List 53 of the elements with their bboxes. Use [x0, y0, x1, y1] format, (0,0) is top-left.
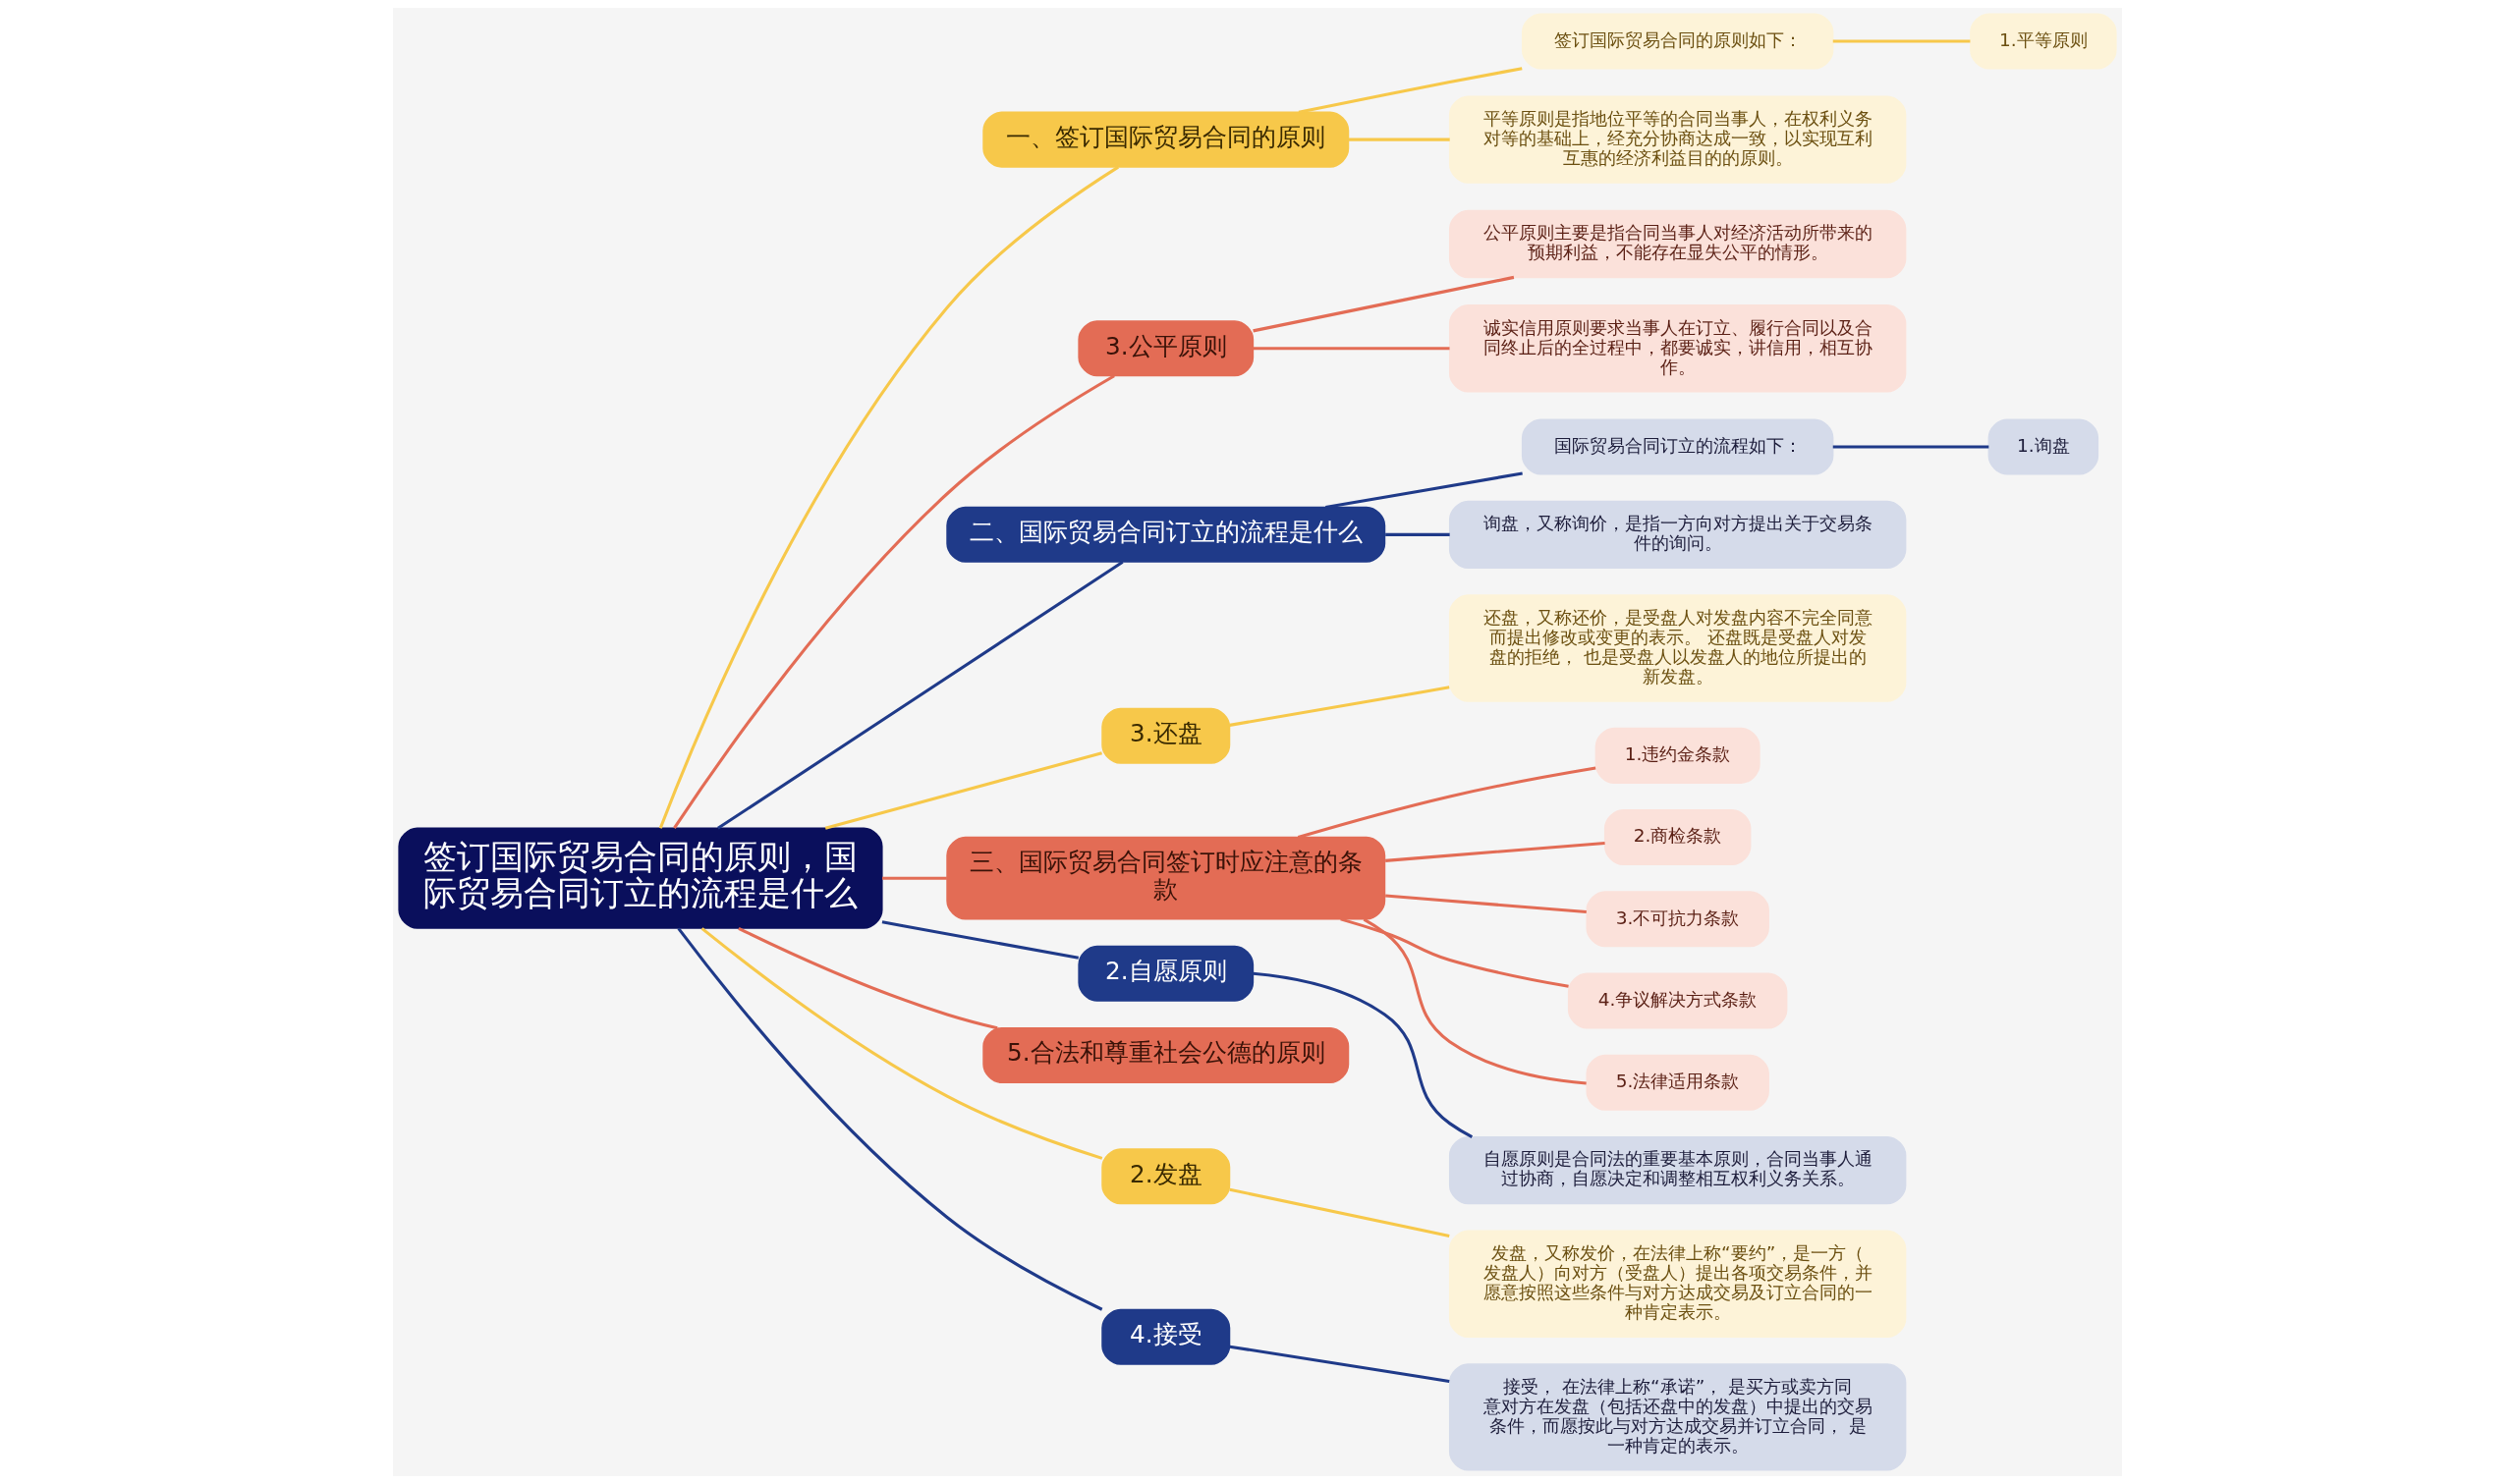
node-box: 发盘，又称发价，在法律上称“要约”，是一方（发盘人）向对方（受盘人）提出各项交易条件，并愿意按照这些条件与对方达成交易及订立合同的一种肯定表示。 [1448, 1230, 1907, 1338]
node-box: 询盘，又称询价，是指一方向对方提出关于交易条件的询问。 [1448, 500, 1907, 570]
connector [1297, 766, 1596, 840]
connector [882, 876, 947, 880]
node-box: 3.还盘 [1101, 707, 1231, 764]
connector [1349, 137, 1450, 141]
node-box: 3.不可抗力条款 [1586, 891, 1769, 948]
node-box: 签订国际贸易合同的原则如下： [1521, 13, 1834, 70]
node-box: 2.自愿原则 [1078, 945, 1255, 1002]
connector [1229, 686, 1450, 727]
connector [717, 561, 1124, 830]
node-box: 一、签订国际贸易合同的原则 [982, 111, 1350, 168]
connector [1385, 894, 1587, 913]
connector [1363, 917, 1587, 1085]
connector [1298, 67, 1523, 114]
connector [1385, 532, 1450, 536]
connector [1253, 971, 1474, 1138]
connector [738, 926, 998, 1030]
node-box: 签订国际贸易合同的原则，国际贸易合同订立的流程是什么 [398, 827, 883, 929]
node-box: 公平原则主要是指合同当事人对经济活动所带来的预期利益，不能存在显失公平的情形。 [1448, 209, 1907, 279]
connector [1340, 917, 1569, 988]
node-box: 1.询盘 [1987, 418, 2099, 475]
node-box: 三、国际贸易合同签订时应注意的条款 [946, 836, 1386, 920]
node-box: 2.发盘 [1101, 1148, 1231, 1205]
node-box: 平等原则是指地位平等的合同当事人，在权利义务对等的基础上，经充分协商达成一致，以实现互利互惠的经济利益目的的原则。 [1448, 95, 1907, 184]
connector [1325, 471, 1523, 510]
node-box: 5.法律适用条款 [1586, 1054, 1769, 1111]
node-box: 二、国际贸易合同订立的流程是什么 [946, 506, 1386, 563]
node-box: 3.公平原则 [1078, 320, 1255, 377]
node-box: 自愿原则是合同法的重要基本原则，合同当事人通过协商，自愿决定和调整相互权利义务关系。 [1448, 1135, 1907, 1205]
connector [1385, 841, 1605, 862]
node-box: 4.争议解决方式条款 [1567, 972, 1788, 1029]
node-box: 诚实信用原则要求当事人在订立、履行合同以及合同终止后的全过程中，都要诚实，讲信用，相互协作。 [1448, 304, 1907, 393]
node-box: 还盘，又称还价，是受盘人对发盘内容不完全同意而提出修改或变更的表示。 还盘既是受盘人对发盘的拒绝， 也是受盘人以发盘人的地位所提出的新发盘。 [1448, 594, 1907, 702]
node-box: 4.接受 [1101, 1308, 1231, 1365]
node-box: 国际贸易合同订立的流程如下： [1521, 418, 1834, 475]
connector [824, 751, 1102, 830]
node-box: 1.违约金条款 [1594, 727, 1760, 784]
connector [1832, 445, 1989, 449]
connector [1253, 275, 1515, 333]
connector [1253, 347, 1450, 351]
connector [1229, 1187, 1450, 1237]
node-box: 接受， 在法律上称“承诺”， 是买方或卖方同意对方在发盘（包括还盘中的发盘）中提出的交易条件，而愿按此与对方达成交易并订立合同， 是一种肯定的表示。 [1448, 1363, 1907, 1471]
connector [673, 374, 1115, 829]
connector [658, 165, 1120, 829]
node-box: 1.平等原则 [1970, 13, 2117, 70]
node-box: 2.商检条款 [1603, 809, 1752, 866]
connector [1832, 39, 1971, 43]
connector [700, 927, 1103, 1160]
node-box: 5.合法和尊重社会公德的原则 [982, 1027, 1350, 1084]
connector [881, 920, 1080, 960]
connector [1229, 1345, 1450, 1383]
connector [677, 927, 1103, 1311]
